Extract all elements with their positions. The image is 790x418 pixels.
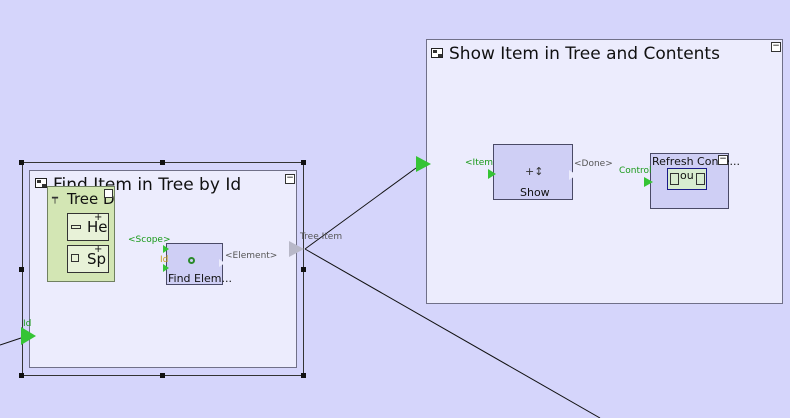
- item-input-port[interactable]: [416, 156, 431, 172]
- scope-port-label: <Scope>: [128, 235, 171, 245]
- show-group-title: Show Item in Tree and Contents: [449, 44, 720, 64]
- show-group-collapse-button[interactable]: −: [771, 41, 781, 52]
- group-id-port-label: Id: [23, 319, 32, 329]
- find-element-node[interactable]: Find Elem...: [166, 243, 232, 285]
- done-port-label: <Done>: [574, 159, 613, 169]
- group-icon: [35, 178, 47, 188]
- scope-input-port[interactable]: [163, 245, 169, 253]
- tree-item-2[interactable]: Sp +: [67, 244, 109, 273]
- group-icon: [431, 48, 443, 58]
- refresh-inner-component[interactable]: ou: [667, 168, 707, 190]
- resize-handle-sw[interactable]: [19, 373, 24, 378]
- resize-handle-w[interactable]: [19, 267, 24, 272]
- element-output-port[interactable]: [219, 259, 225, 267]
- list-icon: [71, 254, 79, 262]
- resize-handle-se[interactable]: [301, 373, 306, 378]
- panel-icon: [670, 173, 679, 185]
- resize-handle-n[interactable]: [160, 160, 165, 165]
- group-id-input-port[interactable]: [21, 327, 36, 345]
- show-item-input-port[interactable]: [488, 169, 496, 179]
- tree-item-1[interactable]: He +: [67, 212, 109, 241]
- tree-item-output-port[interactable]: [289, 241, 304, 257]
- show-node-label: Show: [520, 186, 550, 199]
- text-field-icon: [71, 225, 81, 229]
- show-arrows-icon: +↕: [525, 165, 544, 178]
- tree-item-port-label: Tree Item: [300, 232, 343, 242]
- control-port-label: Control: [619, 166, 652, 176]
- resize-handle-nw[interactable]: [19, 160, 24, 165]
- tree-panel[interactable]: ┯ Tree D He + Sp +: [47, 186, 115, 282]
- find-element-label: Find Elem...: [168, 272, 233, 285]
- tree-panel-collapse-icon[interactable]: [104, 189, 113, 198]
- tree-icon: ┯: [52, 193, 59, 204]
- panel-icon: [696, 173, 705, 185]
- element-port-label: <Element>: [225, 251, 278, 261]
- find-id-input-port[interactable]: [163, 264, 169, 272]
- item-port-label: <Item>: [465, 158, 501, 168]
- expand-plus-icon[interactable]: +: [94, 244, 103, 255]
- resize-handle-ne[interactable]: [301, 160, 306, 165]
- resize-handle-s[interactable]: [160, 373, 165, 378]
- done-output-port[interactable]: [569, 170, 577, 180]
- find-id-port-label: Id: [160, 255, 169, 265]
- tree-panel-title: Tree D: [67, 190, 115, 208]
- tree-item-1-label: He: [87, 218, 108, 236]
- refresh-collapse-button[interactable]: −: [718, 154, 728, 165]
- show-node[interactable]: +↕ Show: [493, 144, 573, 200]
- tree-item-2-label: Sp: [87, 250, 107, 268]
- control-input-port[interactable]: [644, 177, 653, 187]
- find-group-collapse-button[interactable]: −: [285, 173, 295, 184]
- expand-plus-icon[interactable]: +: [94, 212, 103, 223]
- resize-handle-e[interactable]: [301, 267, 306, 272]
- search-icon: [188, 257, 195, 264]
- show-item-group[interactable]: Show Item in Tree and Contents −: [426, 39, 783, 304]
- refresh-contents-node[interactable]: Refresh Conte... − ou: [650, 153, 740, 209]
- refresh-inner-text: ou: [680, 169, 694, 182]
